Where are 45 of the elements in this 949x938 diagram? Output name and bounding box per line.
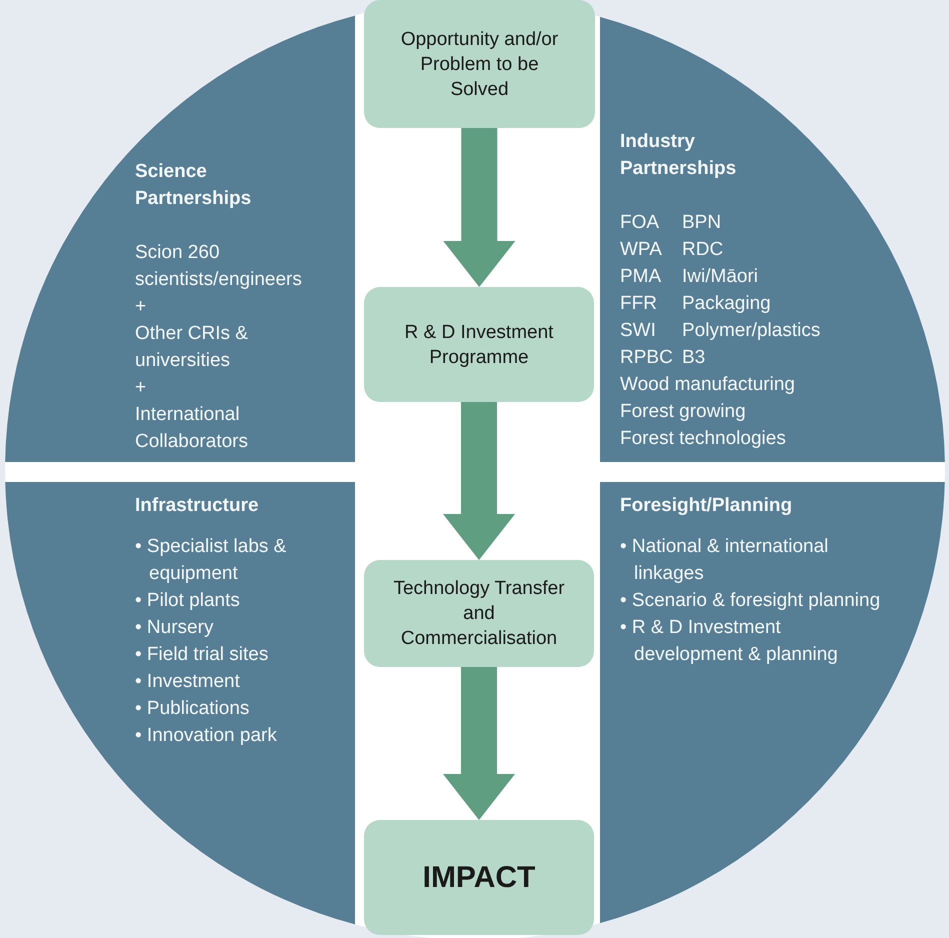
arrow (443, 667, 515, 820)
abbreviation: FOA (620, 211, 660, 235)
outcome-title: IMPACT (422, 860, 536, 896)
bullet-item: • Publications (135, 697, 250, 721)
process-box (364, 287, 594, 402)
abbreviation: SWI (620, 319, 657, 343)
section-heading: Industry Partnerships (620, 130, 738, 181)
bullet-item: • National & international linkages (620, 535, 830, 586)
partner-name: B3 (682, 346, 706, 370)
bullet-item: • Pilot plants (135, 589, 241, 613)
section-heading: Infrastructure (135, 494, 260, 518)
partner-name: Packaging (682, 292, 772, 316)
arrow (443, 402, 515, 560)
section-heading: Foresight/Planning (620, 494, 794, 518)
bullet-item: • Specialist labs & equipment (135, 535, 288, 586)
section-heading: Science Partnerships (135, 160, 252, 211)
partner-name: RDC (682, 238, 724, 262)
process-label: R & D Investment Programme (404, 320, 554, 370)
bullet-item: • Nursery (135, 616, 214, 640)
abbreviation: FFR (620, 292, 658, 316)
bullet-item: • Scenario & foresight planning (620, 589, 882, 613)
process-box (364, 0, 595, 128)
abbreviation: PMA (620, 265, 662, 289)
process-box (364, 820, 594, 935)
abbreviation: RPBC (620, 346, 674, 370)
body-text: + (135, 295, 148, 319)
bullet-item: • Field trial sites (135, 643, 270, 667)
process-label: Opportunity and/or Problem to be Solved (400, 28, 560, 102)
partner-name: Forest growing (620, 400, 747, 424)
process-box (364, 560, 594, 667)
partner-name: Wood manufacturing (620, 373, 796, 397)
bullet-item: • Innovation park (135, 724, 278, 748)
abbreviation: WPA (620, 238, 663, 262)
partner-name: Polymer/plastics (682, 319, 822, 343)
body-text: + (135, 376, 148, 400)
body-text: Other CRIs & universities (135, 322, 249, 373)
process-label: Technology Transfer and Commercialisation (392, 577, 566, 651)
body-text: Scion 260 scientists/engineers (135, 241, 303, 292)
partner-name: Forest technologies (620, 427, 787, 451)
body-text: International Collaborators (135, 403, 249, 454)
bullet-item: • R & D Investment development & planning (620, 616, 839, 667)
bullet-item: • Investment (135, 670, 241, 694)
arrow (443, 128, 516, 287)
partner-name: Iwi/Māori (682, 265, 760, 289)
partner-name: BPN (682, 211, 722, 235)
